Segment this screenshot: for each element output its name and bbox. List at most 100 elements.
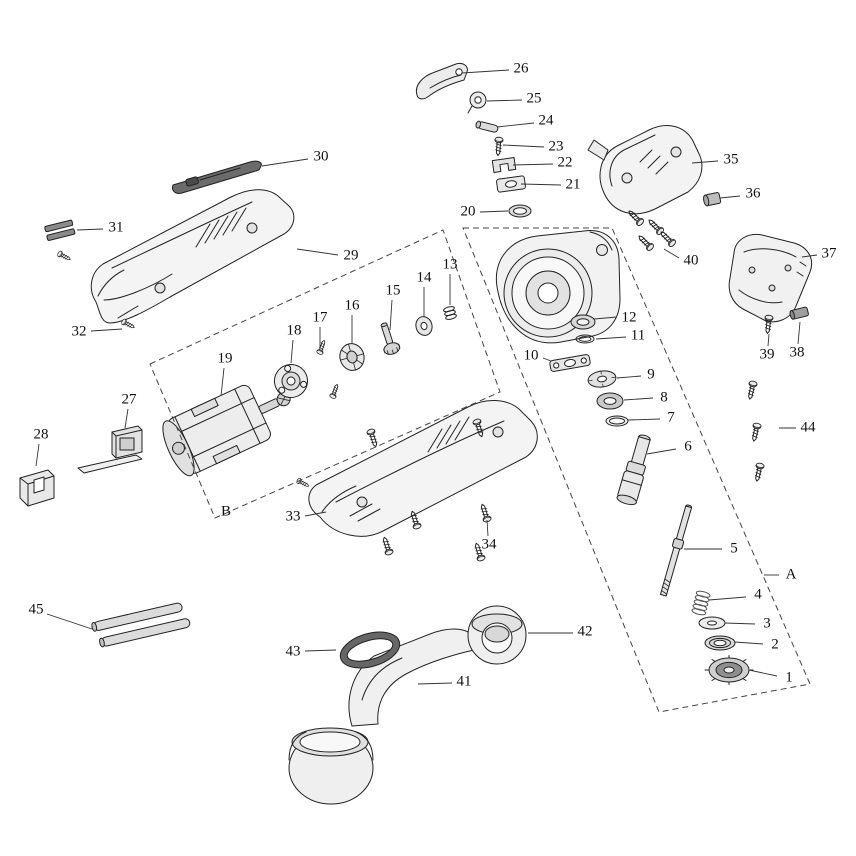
part-22-bracket — [491, 157, 517, 173]
part-1-clamp-flange — [704, 655, 754, 685]
part-35-housing-right — [587, 125, 703, 215]
callout-label-23: 23 — [549, 138, 564, 154]
callout-label-4: 4 — [754, 586, 762, 602]
part-4-spring — [691, 590, 711, 616]
leader-line-21 — [520, 183, 562, 186]
callout-label-33: 33 — [286, 508, 301, 524]
leader-line-32 — [90, 328, 123, 332]
callout-label-25: 25 — [527, 90, 542, 106]
callout-label-39: 39 — [760, 346, 775, 362]
callout-label-42: 42 — [578, 623, 593, 639]
leader-line-2 — [734, 641, 764, 645]
leader-line-36 — [719, 195, 741, 199]
part-16-fan — [339, 343, 365, 371]
leader-line-7 — [627, 418, 661, 421]
leader-line-26 — [461, 69, 510, 74]
callout-label-10: 10 — [524, 347, 539, 363]
callout-label-36: 36 — [746, 185, 762, 201]
leader-line-11 — [595, 336, 627, 340]
assembly-a-boundary — [462, 227, 811, 713]
callout-label-27: 27 — [122, 391, 138, 407]
leader-line-45 — [46, 613, 93, 630]
callout-label-14: 14 — [417, 269, 433, 285]
callout-label-37: 37 — [822, 245, 838, 261]
leader-line-9 — [616, 375, 642, 379]
part-6-spindle — [616, 434, 651, 506]
leader-line-33 — [304, 511, 327, 517]
callout-label-44: 44 — [801, 419, 817, 435]
part-18-bearing-flange — [274, 364, 308, 398]
part-44-screws — [745, 380, 765, 483]
part-11-retaining-ring — [575, 334, 595, 344]
callout-label-31: 31 — [109, 219, 124, 235]
leader-line-1 — [748, 669, 778, 677]
callout-label-43: 43 — [286, 643, 301, 659]
part-7-ring — [605, 415, 629, 427]
callout-label-A: A — [786, 566, 797, 582]
part-38-sleeve — [789, 306, 809, 320]
leader-line-3 — [724, 622, 756, 625]
part-8-damper-ring — [596, 392, 624, 410]
part-43-clamp-band — [339, 631, 401, 669]
callout-label-41: 41 — [457, 673, 472, 689]
part-40-screws — [625, 207, 678, 253]
part-27-switch — [77, 425, 143, 474]
callout-label-24: 24 — [539, 112, 555, 128]
callout-label-29: 29 — [344, 247, 359, 263]
part-39-screw — [762, 314, 774, 335]
part-41-counterweight-arm — [288, 628, 475, 805]
leader-line-43 — [304, 649, 337, 652]
callout-label-32: 32 — [72, 323, 87, 339]
part-37-cover — [728, 233, 813, 323]
callout-label-1: 1 — [785, 669, 793, 685]
callout-label-28: 28 — [34, 426, 49, 442]
callout-label-2: 2 — [771, 636, 779, 652]
part-36-sleeve — [703, 192, 722, 207]
part-2-washer — [704, 635, 736, 651]
part-24-pin — [475, 120, 499, 133]
part-5-shaft — [659, 504, 693, 597]
leader-line-6 — [646, 448, 677, 455]
assembly-b-boundary — [149, 229, 501, 519]
part-13-clip — [443, 306, 457, 320]
callout-label-16: 16 — [345, 297, 361, 313]
leader-line-23 — [502, 144, 545, 148]
callout-label-26: 26 — [514, 60, 530, 76]
leader-line-28 — [35, 443, 40, 467]
part-23-screw — [493, 136, 504, 157]
callout-label-B: B — [221, 503, 231, 519]
part-30-slider-strip — [172, 160, 262, 194]
callout-label-20: 20 — [461, 203, 476, 219]
callout-label-30: 30 — [314, 148, 329, 164]
leader-line-15 — [389, 299, 393, 331]
leader-line-35 — [691, 160, 719, 164]
callout-label-6: 6 — [684, 438, 692, 454]
leader-line-25 — [486, 99, 523, 102]
callout-label-17: 17 — [313, 309, 329, 325]
callout-label-7: 7 — [667, 409, 675, 425]
leader-line-19 — [220, 367, 225, 397]
callout-label-18: 18 — [287, 322, 302, 338]
leader-line-38 — [797, 321, 801, 345]
callout-label-9: 9 — [647, 366, 655, 382]
leader-line-20 — [479, 210, 509, 213]
part-14-washer — [415, 316, 433, 336]
part-20-ring — [508, 204, 532, 218]
callout-label-8: 8 — [660, 389, 668, 405]
leader-line-24 — [496, 122, 535, 128]
callout-label-40: 40 — [684, 252, 699, 268]
part-26-lever — [415, 63, 468, 100]
part-31-clips — [44, 219, 76, 241]
leader-line-40 — [663, 248, 680, 259]
leader-line-30 — [261, 158, 309, 167]
callout-label-3: 3 — [763, 615, 771, 631]
callout-label-15: 15 — [386, 282, 401, 298]
callout-label-22: 22 — [558, 154, 573, 170]
leader-line-22 — [512, 163, 554, 166]
leader-line-34 — [486, 519, 489, 537]
leader-line-10 — [542, 357, 552, 362]
leader-line-8 — [623, 397, 654, 401]
leader-line-27 — [124, 408, 129, 429]
callout-label-13: 13 — [443, 256, 458, 272]
